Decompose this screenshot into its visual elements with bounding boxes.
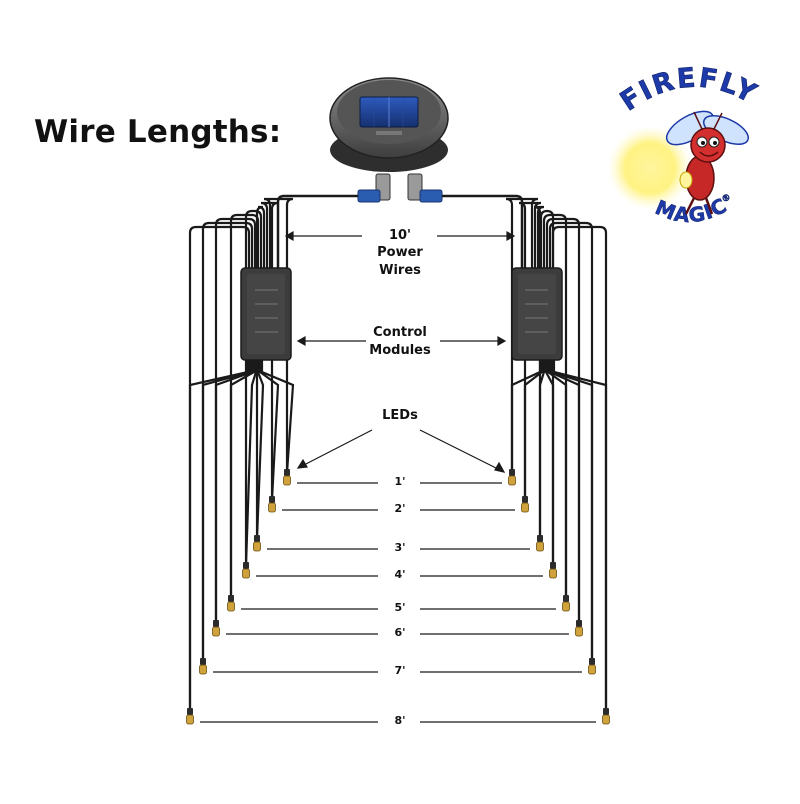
led-bulb-right-7 — [588, 658, 596, 675]
wire-length-label-1: 1' — [394, 475, 406, 488]
led-bulb-right-3 — [536, 535, 544, 552]
wire-length-label-6: 6' — [394, 626, 406, 639]
wire-length-label-4: 4' — [394, 568, 406, 581]
lower-wire-right-8 — [552, 360, 608, 712]
lower-wire-right-6 — [548, 360, 581, 624]
control-module-right — [511, 267, 563, 361]
led-bulb-right-1 — [508, 469, 516, 486]
lower-wire-left-2 — [258, 360, 280, 501]
led-bulb-left-1 — [283, 469, 291, 486]
led-bulb-left-2 — [268, 496, 276, 513]
svg-text:FIREFLY: FIREFLY — [615, 62, 763, 117]
firefly-mascot-icon — [665, 110, 749, 215]
power-wires-label: Power Wires — [350, 244, 450, 280]
lower-wire-right-7 — [550, 360, 594, 662]
led-bulb-right-2 — [521, 496, 529, 513]
lower-wire-left-8 — [188, 360, 250, 712]
wire-length-label-5: 5' — [394, 601, 406, 614]
firefly-magic-logo: FIREFLY MAGIC® — [608, 62, 763, 228]
led-bulb-right-4 — [549, 562, 557, 579]
arrows — [284, 230, 516, 473]
control-module-left — [240, 267, 292, 361]
led-bulb-left-7 — [199, 658, 207, 675]
wire-length-label-7: 7' — [394, 664, 406, 677]
led-bulb-left-4 — [242, 562, 250, 579]
led-bulb-right-6 — [575, 620, 583, 637]
logo-word-firefly: FIREFLY — [615, 62, 763, 117]
led-bulb-left-8 — [186, 708, 194, 725]
solar-light-icon — [329, 77, 449, 172]
wire-length-label-8: 8' — [394, 714, 406, 727]
power-connector-left — [357, 173, 391, 203]
control-modules-line1: Control — [373, 325, 427, 340]
leds-label: LEDs — [382, 408, 418, 423]
power-length-label: 10' — [388, 228, 412, 243]
lead-wire-right-8 — [551, 225, 608, 712]
led-bulb-left-3 — [253, 535, 261, 552]
led-bulbs — [186, 469, 610, 725]
lower-wire-right-2 — [523, 360, 544, 500]
logo-word-magic: MAGIC — [652, 193, 731, 228]
lead-wire-left-8 — [188, 225, 251, 712]
control-modules-line2: Modules — [369, 343, 431, 358]
page-title: Wire Lengths: — [34, 114, 282, 150]
length-indicator-lines — [200, 482, 596, 723]
lower-wire-left-6 — [214, 360, 254, 624]
led-bulb-left-6 — [212, 620, 220, 637]
led-bulb-right-5 — [562, 595, 570, 612]
power-connector-right — [407, 173, 443, 203]
led-bulb-left-5 — [227, 595, 235, 612]
lower-wire-left-1 — [260, 360, 295, 474]
control-modules-label: Control Modules — [350, 324, 450, 360]
lower-wire-right-3 — [538, 360, 546, 539]
lower-wire-left-7 — [201, 360, 252, 662]
wire-length-label-3: 3' — [394, 541, 406, 554]
lead-wire-right-3 — [533, 205, 545, 539]
led-lead-wires — [188, 197, 608, 712]
lower-wire-left-3 — [255, 360, 265, 540]
led-bulb-right-8 — [602, 708, 610, 725]
lead-wire-left-2 — [260, 201, 279, 500]
wire-length-label-2: 2' — [394, 502, 406, 515]
power-wires-line1: Power — [377, 245, 423, 260]
lower-wire-right-4 — [544, 360, 555, 566]
power-wires-line2: Wires — [379, 263, 421, 278]
lower-wire-left-4 — [244, 360, 258, 567]
lower-wire-right-5 — [546, 360, 568, 599]
lower-wire-left-5 — [229, 360, 256, 599]
